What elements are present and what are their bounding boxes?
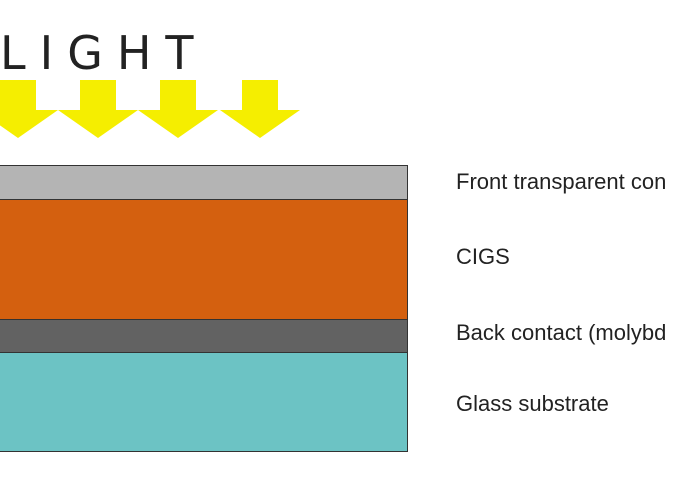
light-arrow-icon [58,80,138,138]
light-arrow-shape [58,80,138,138]
light-title: LIGHT [0,26,208,80]
light-arrow-icon [138,80,218,138]
light-arrow-shape [138,80,218,138]
glass-substrate-layer [0,353,407,451]
light-arrow-icon [220,80,300,138]
cigs-layer [0,200,407,320]
light-arrow-shape [220,80,300,138]
light-arrow-shape [0,80,58,138]
back-contact-layer [0,320,407,353]
layer-stack [0,165,408,452]
back-contact-label: Back contact (molybd [456,320,667,345]
glass-substrate-label: Glass substrate [456,391,609,416]
light-arrow-icon [0,80,58,138]
cigs-label: CIGS [456,244,510,269]
front-contact-label: Front transparent con [456,169,667,194]
front-contact-layer [0,166,407,200]
